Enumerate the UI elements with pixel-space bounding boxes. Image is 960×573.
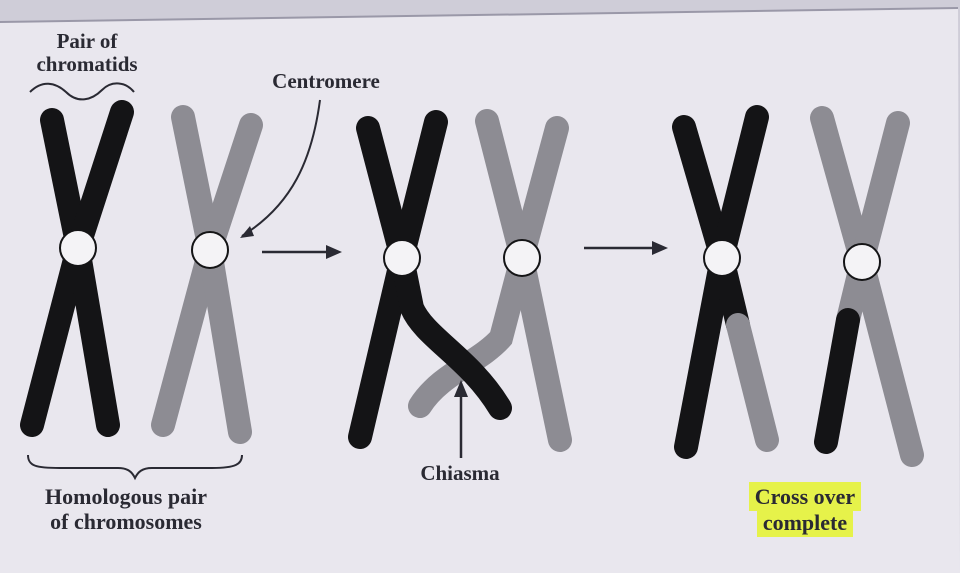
pair-of-chromatids-line-2: chromatids [36, 52, 137, 76]
pair-of-chromatids-label: Pair of chromatids [22, 30, 152, 76]
crossover-line-2: complete [757, 508, 853, 537]
centromere-1 [60, 230, 96, 266]
centromere-2 [192, 232, 228, 268]
homologous-pair-label: Homologous pair of chromosomes [16, 484, 236, 534]
centromere-3 [384, 240, 420, 276]
pair-of-chromatids-line-1: Pair of [57, 29, 118, 53]
centromere-label: Centromere [246, 70, 406, 93]
chiasma-label: Chiasma [390, 462, 530, 485]
crossover-line-1: Cross over [749, 482, 861, 511]
centromere-4 [504, 240, 540, 276]
homologous-line-1: Homologous pair [45, 484, 207, 509]
homologous-line-2: of chromosomes [50, 509, 202, 534]
crossover-complete-label: Cross over complete [730, 484, 880, 536]
centromere-6 [844, 244, 880, 280]
centromere-5 [704, 240, 740, 276]
